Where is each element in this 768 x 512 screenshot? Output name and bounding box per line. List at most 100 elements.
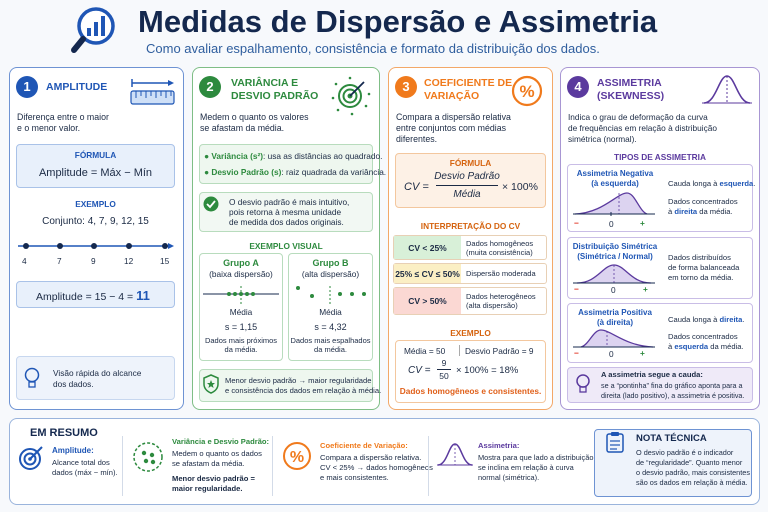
skew-symmetric-desc-2: de forma balanceada xyxy=(668,263,740,272)
skew-negative-desc-1: Cauda longa à esquerda. xyxy=(668,179,756,188)
divider xyxy=(272,436,273,496)
tick-label: 12 xyxy=(124,256,134,266)
technical-note-1: O desvio padrão é o indicador xyxy=(636,448,734,457)
axis-zero: 0 xyxy=(611,285,616,295)
variance-title-2: DESVIO PADRÃO xyxy=(231,90,319,102)
group-a-sub: (baixa dispersão) xyxy=(209,269,273,279)
fraction-bar xyxy=(437,369,451,370)
cv-formula-rhs: × 100% xyxy=(502,181,538,193)
amplitude-formula-label: FÓRMULA xyxy=(74,150,117,160)
negative-skew-curve xyxy=(573,192,655,216)
lightbulb-icon xyxy=(576,374,590,393)
skew-desc-3: simétrica (normal). xyxy=(568,134,637,144)
variance-footer-box xyxy=(199,369,373,402)
skew-tip-box xyxy=(567,367,753,403)
skew-negative-desc-2: Dados concentrados xyxy=(668,197,738,206)
skew-card xyxy=(560,67,760,410)
summary-variance-3: Menor desvio padrão = xyxy=(172,474,255,483)
axis-zero: 0 xyxy=(609,219,614,229)
summary-variance-title: Variância e Desvio Padrão: xyxy=(172,437,270,446)
skew-positive-title-1: Assimetria Positiva xyxy=(578,308,652,317)
cv-formula-den: Média xyxy=(453,189,481,200)
summary-variance-2: se afastam da média. xyxy=(172,459,245,468)
skew-negative-title-2: (à esquerda) xyxy=(591,179,639,188)
cv-example-rhs: × 100% = 18% xyxy=(456,365,519,376)
variance-footer-1: Menor desvio padrão → maior regularidade xyxy=(225,376,372,385)
skew-desc-1: Indica o grau de deformação da curva xyxy=(568,112,708,122)
cv-example-box xyxy=(395,340,546,403)
cv-example-sd: Desvio Padrão = 9 xyxy=(465,346,534,356)
cv-interpretation-label: INTERPRETAÇÃO DO CV xyxy=(420,221,521,231)
cv-example-den: 50 xyxy=(439,371,449,381)
divider xyxy=(459,345,460,356)
tick-label: 15 xyxy=(160,256,170,266)
page-title: Medidas de Dispersão e Assimetria xyxy=(138,4,658,39)
summary-variance-4: maior regularidade. xyxy=(172,484,243,493)
axis-plus: + xyxy=(643,284,648,294)
axis-zero: 0 xyxy=(609,349,614,359)
skew-tip-2: direita (lado positivo), a assimetria é … xyxy=(601,391,745,400)
skew-symmetric-title-1: Distribuição Simétrica xyxy=(572,242,658,251)
target-icon xyxy=(19,446,43,470)
divider xyxy=(122,436,123,496)
group-a-dots xyxy=(203,286,279,304)
variance-desc-2: se afastam da média. xyxy=(200,123,285,133)
cv-example-mean: Média = 50 xyxy=(404,346,446,356)
cv-desc-2: entre conjuntos com médias xyxy=(396,123,507,133)
summary-variance-1: Medem o quanto os dados xyxy=(172,449,262,458)
cv-number: 3 xyxy=(395,76,417,98)
svg-text:%: % xyxy=(290,449,304,466)
amplitude-result-box xyxy=(16,281,175,308)
skew-symmetric-desc-1: Dados distribuídos xyxy=(668,253,731,262)
percent-icon: % xyxy=(511,75,543,107)
variance-title-1: VARIÂNCIA E xyxy=(231,77,299,89)
skew-tip-1: se a “pontinha” fina do gráfico aponta p… xyxy=(601,381,743,390)
clipboard-icon xyxy=(606,432,624,453)
target-icon xyxy=(331,76,371,116)
dots-circle-icon xyxy=(133,442,163,472)
axis-minus: − xyxy=(574,218,579,228)
skew-symmetric-box xyxy=(567,237,753,299)
group-b-sub: (alta dispersão) xyxy=(301,269,360,279)
skew-positive-desc-2: Dados concentrados xyxy=(668,332,738,341)
amplitude-card xyxy=(9,67,184,410)
variance-card xyxy=(192,67,380,410)
group-b-title: Grupo B xyxy=(312,258,349,268)
symmetric-curve xyxy=(573,264,655,284)
summary-cv-3: e mais consistentes. xyxy=(320,473,389,482)
skew-negative-box xyxy=(567,164,753,232)
summary-amplitude-2: dados (máx − mín). xyxy=(52,468,118,477)
variance-footer-2: e consistência dos dados em relação à mé… xyxy=(225,386,382,395)
axis-minus: − xyxy=(574,348,579,358)
skew-tip-title: A assimetria segue a cauda: xyxy=(601,370,703,379)
bell-curve-icon xyxy=(437,443,473,466)
skew-title-2: (SKEWNESS) xyxy=(597,90,665,102)
group-b-s: s = 4,32 xyxy=(314,322,347,332)
visual-example-label: EXEMPLO VISUAL xyxy=(249,241,323,251)
group-b-dots xyxy=(296,286,366,304)
shield-star-icon xyxy=(203,374,219,394)
variance-bullet-2: ● Desvio Padrão (s): raiz quadrada da va… xyxy=(204,167,387,177)
skew-positive-desc-3: à esquerda da média. xyxy=(668,342,744,351)
cv-desc-3: diferentes. xyxy=(396,134,438,144)
table-row: CV < 25% Dados homogêneos(muita consistê… xyxy=(393,235,547,260)
group-a-desc-1: Dados mais próximos xyxy=(204,336,278,345)
amplitude-tip-1: Visão rápida do alcance xyxy=(53,368,142,378)
amplitude-dataset: Conjunto: 4, 7, 9, 12, 15 xyxy=(42,216,149,227)
percent-icon: % xyxy=(283,442,311,470)
skew-negative-desc-3: à direita da média. xyxy=(668,207,733,216)
skew-title-1: ASSIMETRIA xyxy=(597,77,662,89)
summary-skew-title: Assimetria: xyxy=(478,441,520,450)
cv-desc-1: Compara a dispersão relativa xyxy=(396,112,511,122)
technical-note-4: são os dados em relação à média. xyxy=(636,478,748,487)
lightbulb-icon xyxy=(24,367,40,388)
summary-skew-3: normal (simétrica). xyxy=(478,473,540,482)
variance-note-1: O desvio padrão é mais intuitivo, xyxy=(229,197,350,207)
ruler-icon xyxy=(130,79,175,105)
cv-example-label: EXEMPLO xyxy=(450,328,491,338)
number-line xyxy=(18,243,174,249)
group-a-s: s = 1,15 xyxy=(224,322,258,332)
cv-formula-lhs: CV = xyxy=(404,181,429,193)
group-b-desc-1: Dados mais espalhados xyxy=(290,336,371,345)
group-a-title: Grupo A xyxy=(223,258,259,268)
